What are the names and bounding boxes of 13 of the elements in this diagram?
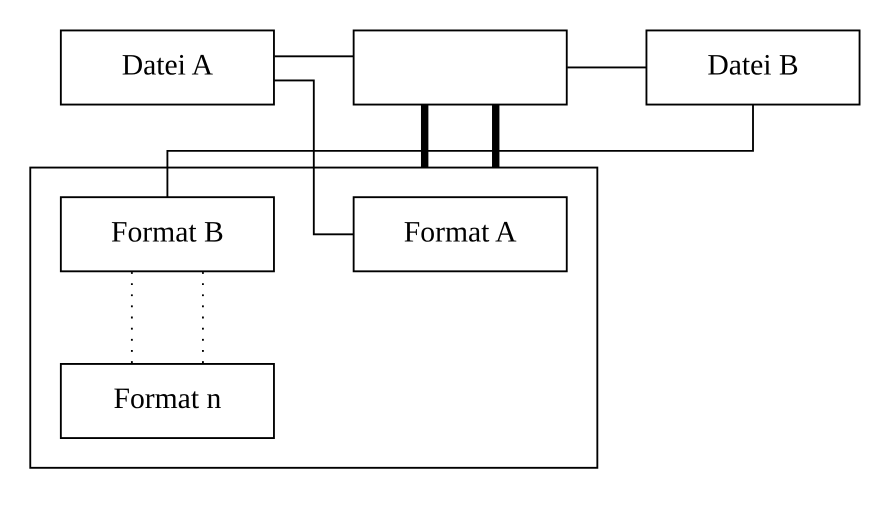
node-box: Format A	[352, 196, 568, 272]
node-box	[352, 28, 568, 105]
connector	[166, 104, 754, 196]
node-box: Datei A	[60, 28, 275, 105]
connector	[274, 79, 354, 235]
cluster	[29, 166, 598, 468]
node-box: Datei B	[646, 28, 860, 105]
connector	[568, 66, 646, 68]
connector	[420, 104, 428, 168]
connector	[274, 54, 354, 57]
node-box: Format n	[60, 362, 275, 439]
connector	[492, 104, 500, 168]
node-box: Format B	[60, 196, 275, 272]
